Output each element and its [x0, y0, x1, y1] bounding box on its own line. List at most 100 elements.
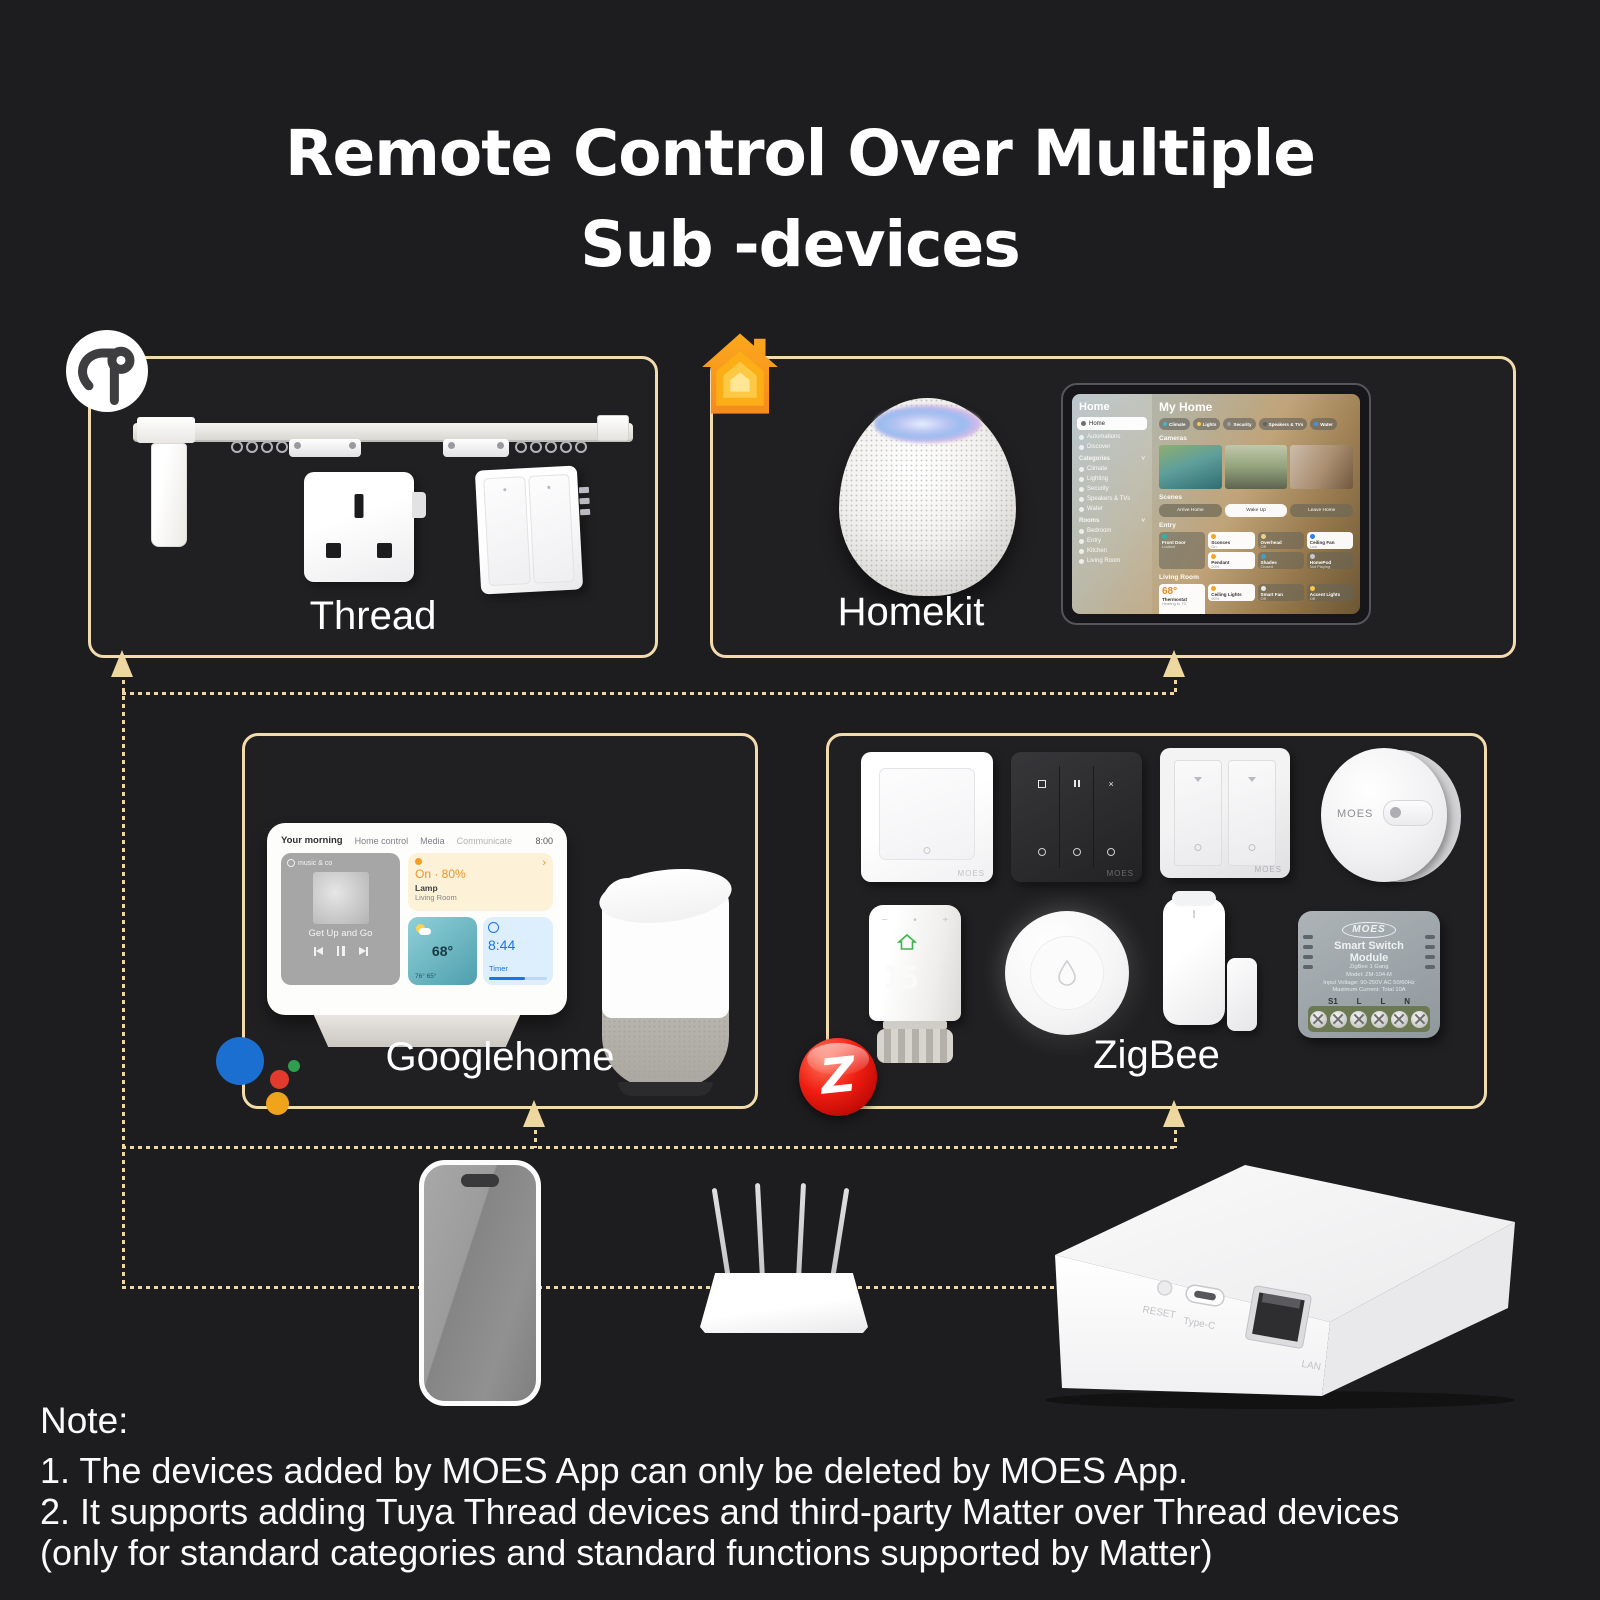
open-icon: [1037, 780, 1046, 788]
zigbee-switch-1gang: MOES: [861, 752, 993, 882]
music-app-icon: [287, 859, 295, 867]
status-pills: Climate Lights Security Speakers & TVs W…: [1159, 418, 1353, 430]
speaker-base: [618, 1082, 713, 1096]
thread-label: Thread: [309, 594, 437, 638]
cloud-icon: [419, 928, 431, 935]
automation-icon: [1079, 434, 1084, 440]
scene-leave-home: Leave Home: [1290, 504, 1354, 517]
sidebar-category-security: Security: [1079, 486, 1145, 492]
curtain-pause-button: [1060, 766, 1095, 868]
scene-chips: Arrive Home Wake Up Leave Home: [1159, 504, 1354, 517]
curtain-close-button: ×: [1094, 766, 1128, 868]
zigbee-radiator-valve: −•+ 15 °F: [869, 905, 961, 1065]
wifi-router: [700, 1183, 868, 1333]
water-drop-icon: [1058, 959, 1076, 986]
sidebar-category-water: Water: [1079, 506, 1145, 512]
switch-rocker: [483, 476, 531, 587]
sidebar-room-bedroom: Bedroom: [1079, 528, 1145, 534]
homepod-top-display: [874, 405, 981, 443]
connector-mid-horizontal: [122, 1146, 1176, 1149]
google-assistant-blue-icon: [216, 1037, 264, 1085]
knob-button: [1383, 800, 1433, 826]
lamp-icon: [1194, 777, 1202, 782]
timer-label: Timer: [489, 964, 508, 973]
gateway-lan-label: LAN: [1301, 1359, 1322, 1373]
arrow-to-zigbee-icon: [1163, 1100, 1185, 1127]
weather-hi-lo: 76° 65°: [415, 973, 437, 980]
pill-water: Water: [1310, 418, 1337, 430]
note-line-1: 1. The devices added by MOES App can onl…: [40, 1450, 1189, 1491]
connector-upper-horizontal: [122, 692, 1178, 695]
living-room-header: Living Room: [1159, 574, 1199, 581]
ipad-home-app: Home Home Automations Discover Categorie…: [1061, 383, 1371, 625]
phone-camera-notch: [461, 1174, 499, 1187]
google-assistant-green-icon: [288, 1060, 300, 1072]
plug-hole-left: [326, 543, 341, 558]
module-model: Model: ZM-104-M: [1346, 971, 1392, 978]
smart-plug: [304, 472, 426, 582]
homekit-section: Home Home Automations Discover Categorie…: [710, 356, 1516, 658]
music-title: Get Up and Go: [308, 928, 373, 939]
router-antenna: [754, 1183, 765, 1280]
scene-arrive-home: Arrive Home: [1159, 504, 1222, 517]
curtain-motor: [151, 443, 187, 547]
timer-progress: [489, 976, 547, 980]
sidebar-category-lighting: Lighting: [1079, 476, 1145, 482]
router-antenna: [830, 1187, 850, 1280]
camera-pool: [1159, 445, 1222, 489]
timer-time: 8:44: [488, 937, 516, 953]
sidebar-category-speakers: Speakers & TVs: [1079, 496, 1145, 502]
switch-rocker: [527, 473, 575, 584]
google-home-speaker: [602, 878, 729, 1096]
googlehome-label: Googlehome: [385, 1035, 615, 1079]
room-icon: [1079, 528, 1084, 534]
module-vents-left: [1303, 935, 1313, 969]
module-voltage: Input Voltage: 90-250V AC 50/60Hz: [1323, 979, 1415, 986]
pill-security: Security: [1223, 418, 1256, 430]
dimmer-rocker-left: [1174, 760, 1222, 866]
arrow-to-googlehome-icon: [523, 1100, 545, 1127]
page-title: Remote Control Over Multiple Sub -device…: [0, 108, 1600, 291]
camera-driveway: [1224, 445, 1288, 489]
water-icon: [1079, 506, 1084, 512]
lamp-state: On · 80%: [415, 867, 466, 881]
curtain-carriage-right: [443, 439, 509, 457]
arrow-to-thread-icon: [111, 650, 133, 677]
zigbee-gateway-hub: RESET Type-C LAN: [1020, 1140, 1530, 1410]
lamp-card: › On · 80% Lamp Living Room: [408, 853, 553, 911]
curtain-hooks-right: [515, 441, 587, 453]
valve-display: 15: [883, 961, 920, 996]
connector-left-vertical: [122, 664, 125, 1288]
module-vents-right: [1425, 935, 1435, 969]
curtain-open-button: [1025, 766, 1060, 868]
room-icon: [1079, 558, 1084, 564]
router-body: [700, 1273, 868, 1333]
zigbee-dimmer-switch-2gang: MOES: [1160, 748, 1290, 878]
timer-icon: [488, 922, 499, 933]
pause-icon: [336, 946, 345, 956]
music-source: music & co: [287, 859, 394, 867]
sidebar-room-living-room: Living Room: [1079, 558, 1145, 564]
switch-terminals: [578, 486, 591, 516]
nest-hub-nav: Your morning Home control Media Communic…: [281, 835, 553, 846]
zigbee-section: MOES × MOES MOES MOES −•+: [826, 733, 1487, 1109]
house-icon: [897, 933, 917, 950]
playback-controls: [287, 946, 394, 956]
sidebar-rooms-header: Rooms˅: [1079, 518, 1145, 524]
note-line-3: (only for standard categories and standa…: [40, 1532, 1213, 1573]
tab-home-control: Home control: [354, 835, 409, 846]
smartphone: [419, 1160, 541, 1406]
connector-homekit-stub: [1174, 664, 1177, 694]
homepod-mini: [839, 398, 1016, 596]
note-line-2: 2. It supports adding Tuya Thread device…: [40, 1491, 1400, 1532]
nest-hub-display: Your morning Home control Media Communic…: [267, 823, 567, 1015]
module-terminal-strip: [1308, 1006, 1430, 1032]
thread-section: Thread: [88, 356, 658, 658]
curtain-rail-bracket: [597, 415, 629, 441]
climate-icon: [1079, 466, 1084, 472]
sidebar-categories-header: Categories˅: [1079, 456, 1145, 462]
